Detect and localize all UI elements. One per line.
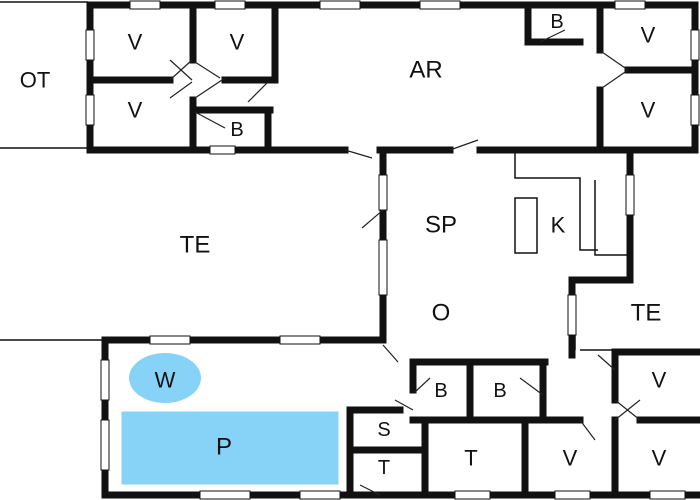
whirlpool-shape xyxy=(129,353,201,403)
room-label-v2: V xyxy=(230,30,245,55)
room-label-v5: V xyxy=(641,98,656,123)
room-label-te-right: TE xyxy=(631,300,662,327)
room-label-v8: V xyxy=(652,446,667,471)
room-label-b3: B xyxy=(434,380,447,402)
room-label-v7: V xyxy=(652,368,667,393)
room-label-ot: OT xyxy=(20,68,51,93)
doors xyxy=(169,29,641,496)
room-label-t2: T xyxy=(464,446,477,471)
room-labels: OT V V V B AR B V V TE SP K O TE W P B B… xyxy=(20,11,667,479)
room-label-w: W xyxy=(155,368,176,393)
room-label-b2: B xyxy=(550,11,563,33)
room-label-s: S xyxy=(377,419,390,441)
windows xyxy=(85,0,700,500)
room-label-sp: SP xyxy=(425,212,457,239)
room-label-o: O xyxy=(432,300,451,327)
room-label-te-left: TE xyxy=(180,232,211,259)
room-label-k: K xyxy=(551,213,566,238)
pool-shape xyxy=(118,408,342,488)
room-label-v1: V xyxy=(128,30,143,55)
room-label-v4: V xyxy=(641,23,656,48)
room-label-v6: V xyxy=(563,446,578,471)
room-label-t1: T xyxy=(378,457,390,479)
room-label-b4: B xyxy=(493,380,506,402)
room-label-p: P xyxy=(216,434,232,461)
room-label-ar: AR xyxy=(409,57,442,84)
room-label-v3: V xyxy=(128,98,143,123)
room-label-b1: B xyxy=(230,119,243,141)
